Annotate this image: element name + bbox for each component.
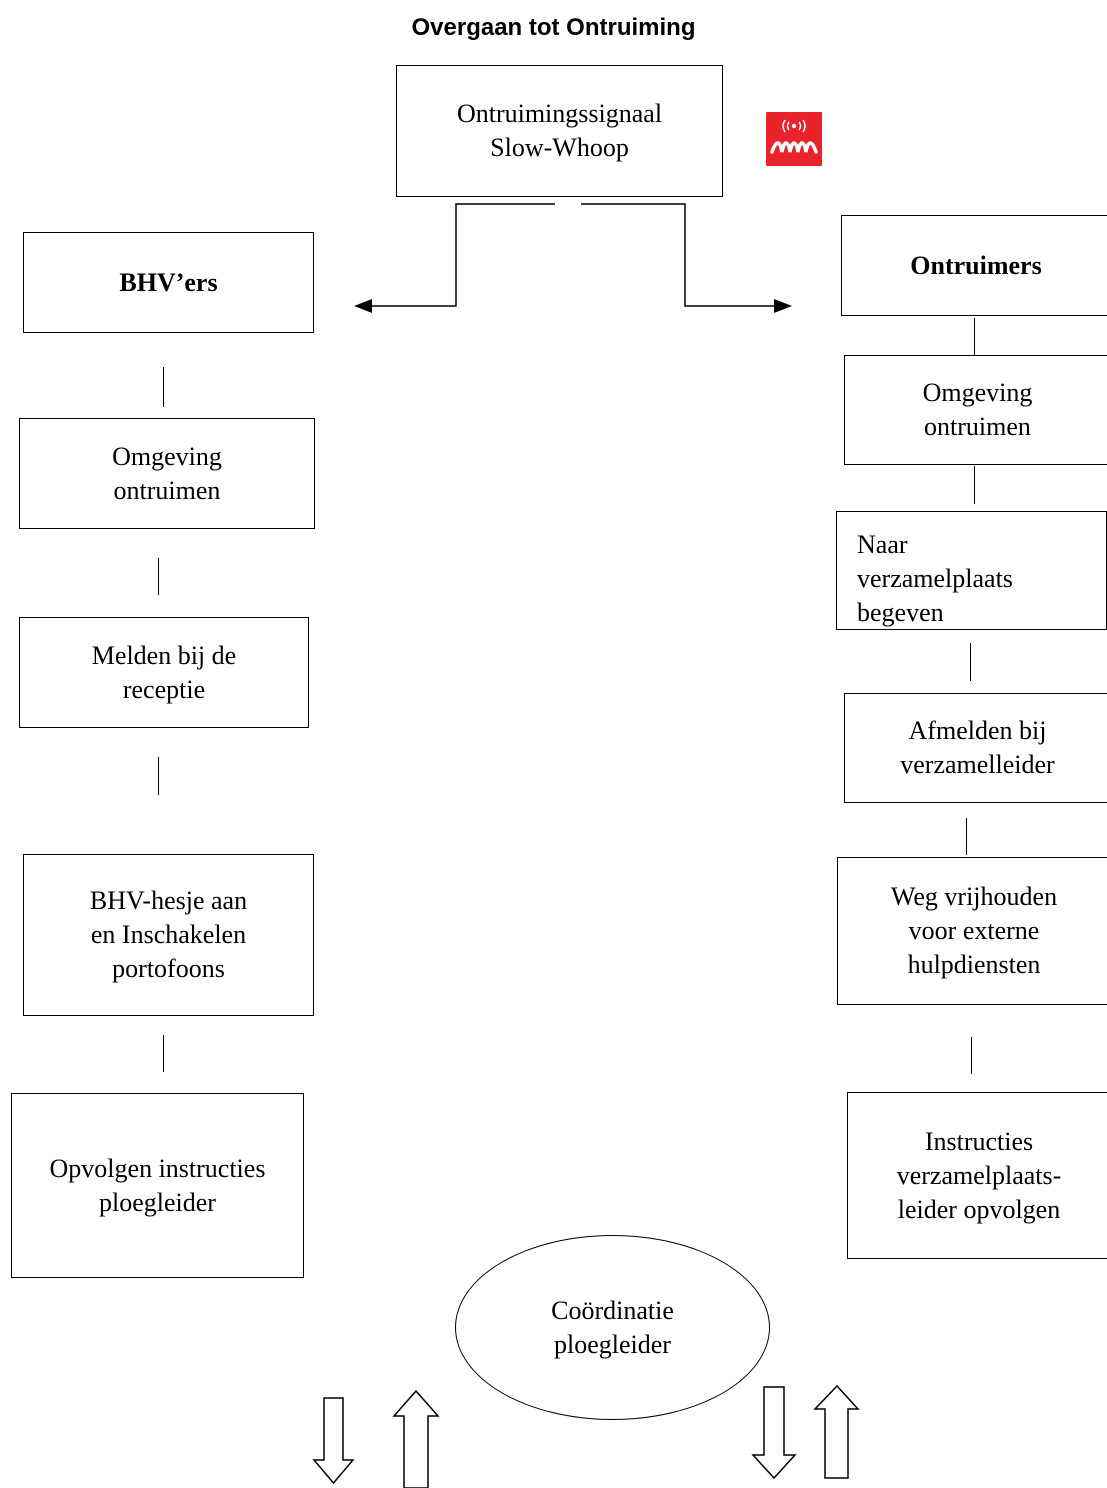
connector-line (158, 558, 159, 595)
right-step-box: Weg vrijhouden voor externe hulpdiensten (837, 857, 1107, 1005)
connector-line (974, 466, 975, 504)
right-step-label: Naar verzamelplaats begeven (857, 530, 1013, 627)
right-step-box: Afmelden bij verzamelleider (844, 693, 1107, 803)
right-step-label: Afmelden bij verzamelleider (900, 716, 1055, 779)
left-step-box: Melden bij de receptie (19, 617, 309, 728)
right-step-label: Instructies verzamelplaats- leider opvol… (896, 1126, 1062, 1224)
signal-box-label: Ontruimingssignaal Slow-Whoop (456, 99, 663, 162)
diagram-title: Overgaan tot Ontruiming (411, 14, 696, 41)
left-step-box: Opvolgen instructies ploegleider (11, 1093, 304, 1278)
evacuation-alarm-icon (766, 112, 822, 166)
left-step-label: BHV-hesje aan en Inschakelen portofoons (89, 886, 248, 983)
arrow-up-left (392, 1389, 440, 1488)
arrow-up-right (813, 1384, 860, 1479)
left-step-box: BHV-hesje aan en Inschakelen portofoons (23, 854, 314, 1016)
right-step-box: Omgeving ontruimen (844, 355, 1107, 465)
bhv-header-box: BHV’ers (23, 232, 314, 333)
left-step-label: Melden bij de receptie (91, 640, 237, 704)
coordination-label: Coördinatie ploegleider (551, 1295, 674, 1359)
right-step-box: Naar verzamelplaats begeven (836, 511, 1107, 630)
arrow-down-left (312, 1397, 355, 1485)
ontruimers-header-box: Ontruimers (841, 215, 1107, 316)
connector-line (970, 643, 971, 681)
right-step-box: Instructies verzamelplaats- leider opvol… (847, 1092, 1107, 1259)
arrow-down-right (751, 1386, 797, 1480)
ontruimers-header-label: Ontruimers (910, 250, 1042, 280)
connector-line (163, 367, 164, 407)
left-step-box: Omgeving ontruimen (19, 418, 315, 529)
right-step-label: Weg vrijhouden voor externe hulpdiensten (890, 882, 1058, 979)
connector-line (158, 757, 159, 795)
signal-box: Ontruimingssignaal Slow-Whoop (396, 65, 723, 197)
connector-line (163, 1035, 164, 1072)
bhv-header-label: BHV’ers (119, 267, 218, 297)
connector-line (971, 1037, 972, 1074)
connector-line (966, 818, 967, 855)
left-step-label: Opvolgen instructies ploegleider (49, 1153, 266, 1217)
coordination-ellipse: Coördinatie ploegleider (455, 1235, 770, 1420)
connector-line (974, 318, 975, 355)
right-step-label: Omgeving ontruimen (922, 378, 1033, 441)
left-step-label: Omgeving ontruimen (112, 441, 222, 505)
